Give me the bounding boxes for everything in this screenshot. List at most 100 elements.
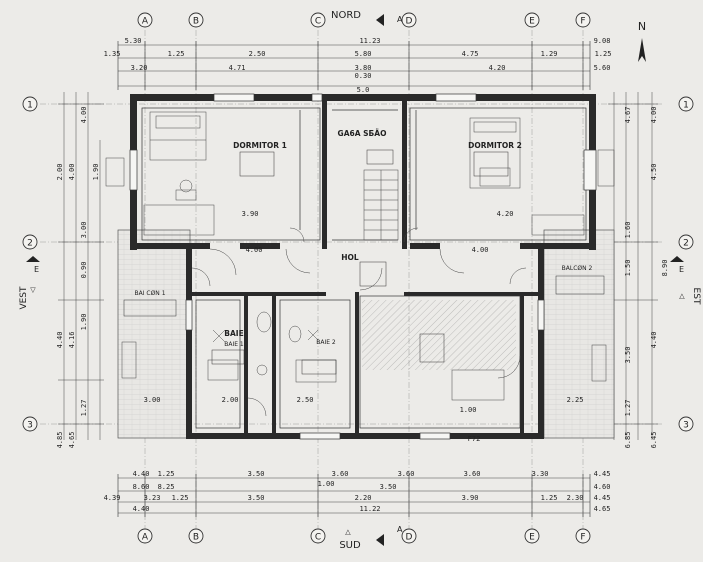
bottom-dim-r2-e: 4.60 — [594, 483, 611, 491]
axis-label-bottom-a: A — [142, 533, 149, 543]
section-mark-bottom-a: A — [397, 525, 403, 534]
top-dim-r2-d: 5.80 — [355, 50, 372, 58]
east-small-triangle-icon: △ — [679, 292, 685, 300]
axis-label-bottom-c: C — [315, 533, 321, 543]
room-tag-living — [419, 333, 445, 363]
right-dim-g: 3.50 — [624, 347, 632, 364]
axis-label-right-3: 3 — [683, 421, 689, 431]
axis-label-bottom-f: F — [580, 533, 585, 543]
inner-dim-d2: 4.20 — [497, 210, 514, 218]
inner-dim-fl: F72 — [468, 435, 481, 443]
left-dim-d: 1.90 — [92, 164, 100, 181]
garage-stairs — [363, 169, 399, 241]
bottom-dim-r2-a: 8.60 — [133, 483, 150, 491]
inner-dim-bottom: 2.50 — [297, 396, 314, 404]
room-tag-garage — [366, 149, 394, 165]
axis-label-top-b: B — [193, 17, 199, 27]
east-section-mark: E — [679, 265, 684, 274]
left-dim-k: 4.85 — [56, 432, 64, 449]
door-swings — [191, 227, 527, 417]
axis-label-bottom-d: D — [406, 533, 413, 543]
west-small-triangle-icon: ▽ — [30, 286, 36, 294]
compass-north-arrow-icon — [638, 38, 646, 62]
inner-dim-hol: 4.00 — [246, 246, 263, 254]
room-tag-hol — [359, 261, 387, 287]
left-dimension-chains — [58, 92, 104, 440]
bottom-dimension-chains — [117, 474, 591, 517]
axis-label-bottom-b: B — [193, 533, 199, 543]
interior-thin-lines — [141, 107, 587, 429]
top-dim-r3-a: 3.20 — [131, 64, 148, 72]
bottom-dim-r1-f: 3.60 — [464, 470, 481, 478]
bottom-dim-r2-b: 8.25 — [158, 483, 175, 491]
bottom-dim-r1-a: 4.40 — [133, 470, 150, 478]
living-hatched-area — [362, 300, 516, 370]
bottom-dim-r3-f: 3.90 — [462, 494, 479, 502]
inner-dim-balc: 3.00 — [144, 396, 161, 404]
bottom-dim-r3-g: 1.25 — [541, 494, 558, 502]
windows — [129, 93, 597, 440]
left-dim-e: 3.00 — [80, 222, 88, 239]
south-title: SUD — [339, 540, 361, 551]
room-label-baie2: BAIE 2 — [316, 339, 336, 346]
left-dim-g: 4.40 — [56, 332, 64, 349]
axis-label-top-e: E — [529, 17, 535, 27]
room-label-garage: GA6A SБÄO — [338, 129, 387, 138]
south-triangle-icon: △ — [345, 528, 351, 536]
left-dim-f: 0.90 — [80, 262, 88, 279]
axis-label-bottom-e: E — [529, 533, 535, 543]
top-dim-r3-d: 4.20 — [489, 64, 506, 72]
left-dim-i: 1.90 — [80, 314, 88, 331]
top-dim-r2-f: 1.29 — [541, 50, 558, 58]
bottom-dim-r3-c: 1.25 — [172, 494, 189, 502]
bottom-dim-r1-h: 4.45 — [594, 470, 611, 478]
bottom-dim-r3-h: 2.30 — [567, 494, 584, 502]
axis-label-top-c: C — [315, 17, 321, 27]
inner-dim-bottom2: 2.25 — [567, 396, 584, 404]
right-dim-k: 6.45 — [650, 432, 658, 449]
right-dim-j: 6.85 — [624, 432, 632, 449]
east-arrow-icon — [670, 256, 684, 262]
room-tag-baie1 — [211, 349, 245, 365]
top-dim-r2-a: 1.35 — [104, 50, 121, 58]
side-axis-markers: 1 2 3 1 2 3 — [22, 96, 694, 432]
axis-label-top-d: D — [406, 17, 413, 27]
bottom-dim-r3-b: 3.23 — [144, 494, 161, 502]
room-tag-dormitor1 — [239, 151, 275, 177]
right-dim-e: 8.90 — [661, 260, 669, 277]
left-dim-a: 4.00 — [80, 107, 88, 124]
room-label-dormitor1: DORMITOR 1 — [233, 141, 287, 150]
bottom-dim-r3-a: 4.39 — [104, 494, 121, 502]
top-dim-r2-b: 1.25 — [168, 50, 185, 58]
bottom-dim-r4-a: 4.40 — [133, 505, 150, 513]
north-section-arrow-icon — [376, 14, 384, 26]
top-dim-r3-b: 4.71 — [229, 64, 246, 72]
bottom-dim-r1-g: 3.30 — [532, 470, 549, 478]
bottom-dim-r3-d: 3.50 — [248, 494, 265, 502]
top-dim-r2-g: 1.25 — [595, 50, 612, 58]
right-dim-d: 1.60 — [624, 222, 632, 239]
bottom-dim-r2-c: 1.00 — [318, 480, 335, 488]
left-dim-b: 2.00 — [56, 164, 64, 181]
bedroom2-furniture — [469, 117, 585, 236]
room-tag-dormitor2 — [473, 151, 509, 177]
bottom-dim-r1-e: 3.60 — [398, 470, 415, 478]
section-mark-top-a: A — [397, 15, 403, 24]
south-section-arrow-icon — [376, 534, 384, 546]
right-dim-c: 4.50 — [650, 164, 658, 181]
inner-dim-gar: 1.00 — [460, 406, 477, 414]
bottom-axis-markers: A B C D E F — [137, 528, 591, 544]
top-dim-r2-e: 4.75 — [462, 50, 479, 58]
inner-dim-baie: 2.00 — [222, 396, 239, 404]
right-dim-b: 4.67 — [624, 107, 632, 124]
top-dim-r3-c: 3.80 — [355, 64, 372, 72]
right-dim-h: 4.40 — [650, 332, 658, 349]
bottom-dim-r4-b: 11.22 — [359, 505, 380, 513]
top-dim-r1-b: 11.23 — [359, 37, 380, 45]
room-tag-balcon-east — [555, 275, 605, 295]
left-dim-h: 4.16 — [68, 332, 76, 349]
compass-label: N — [638, 20, 646, 33]
bottom-dim-r1-d: 3.60 — [332, 470, 349, 478]
west-section-mark: E — [34, 265, 39, 274]
